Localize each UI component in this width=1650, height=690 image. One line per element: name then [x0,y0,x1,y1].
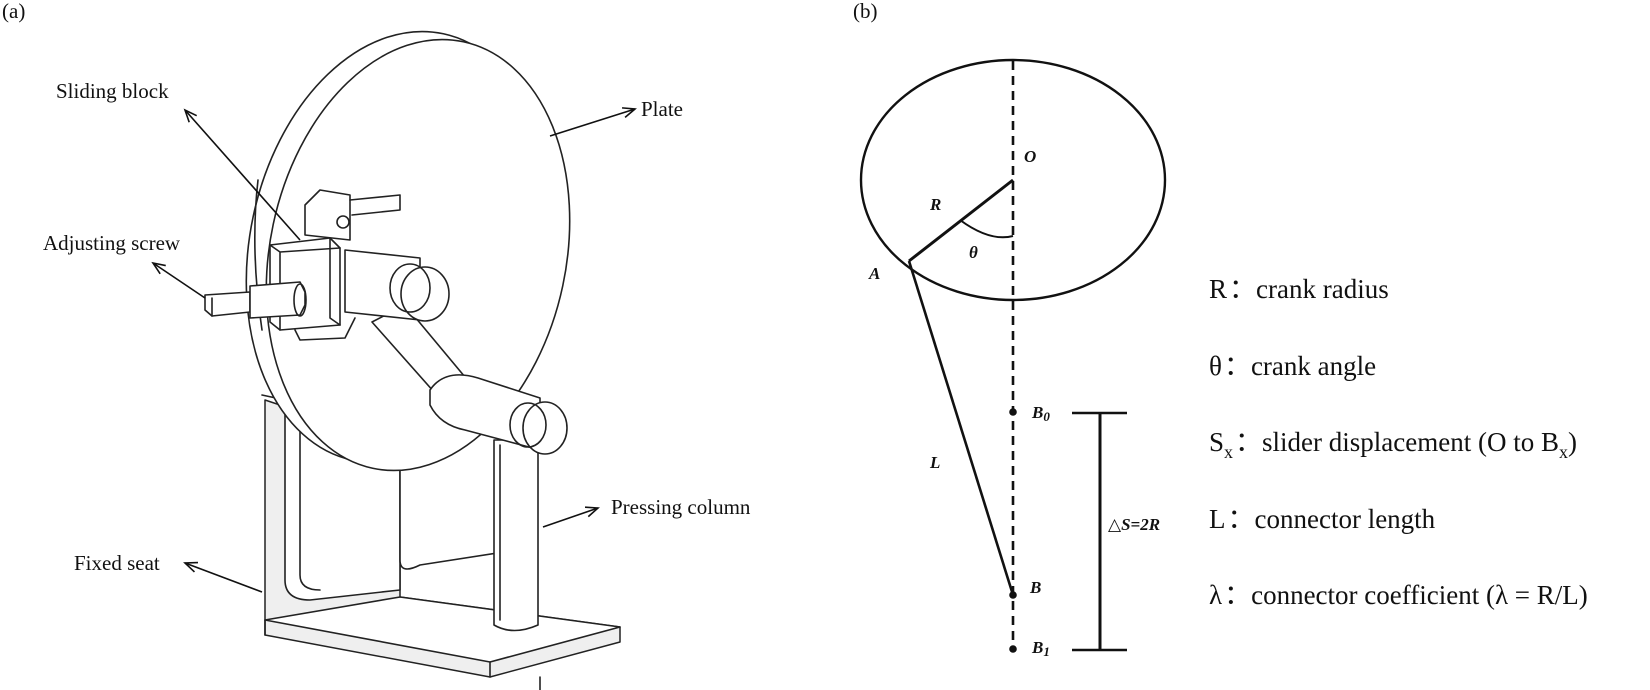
theta-label: θ [969,243,978,262]
legend-item-r: R：crank radius [1209,274,1389,304]
stroke-dimension-bar [1072,411,1127,652]
adjusting-screw-arrow [151,261,206,299]
legend: R：crank radius θ：crank angle Sx：slider d… [1209,274,1588,610]
legend-item-theta: θ：crank angle [1209,351,1376,381]
plate-drawing [245,30,571,472]
connector-line [907,260,1015,596]
panel-a-tag: (a) [2,0,25,23]
sliding-block-label: Sliding block [56,79,169,103]
point-b0-dot [1009,408,1017,416]
fixed-seat-label: Fixed seat [74,551,160,575]
point-a-label: A [868,264,880,283]
point-b1-dot [1009,645,1017,653]
pressing-column-label: Pressing column [611,495,751,519]
point-b0-label: B0 [1031,403,1050,424]
plate-arrow [549,107,637,137]
adjusting-screw-drawing [204,281,307,319]
legend-item-lambda: λ：connector coefficient (λ = R/L) [1209,580,1588,610]
point-b-label: B [1029,578,1041,597]
plate-label: Plate [641,97,683,121]
connector-l-label: L [929,453,940,472]
point-o-label: O [1024,147,1036,166]
panel-b-tag: (b) [853,0,878,23]
legend-item-sx: Sx：slider displacement (O to Bx) [1209,427,1577,462]
fixed-seat-arrow [183,561,263,593]
point-b1-label: B1 [1031,638,1050,659]
panel-b: (b) O R θ A L B0 B B1 △S=2R R：crank radi… [853,0,1588,659]
pressing-column-arrow [542,506,600,528]
sliding-block-drawing [269,189,401,341]
radius-r-label: R [929,195,941,214]
legend-item-l: L：connector length [1209,504,1436,534]
theta-arc [959,219,1014,239]
point-b-dot [1009,591,1017,599]
crank-mechanism-drawing [344,249,568,455]
panel-a: (a) [2,0,751,690]
sliding-block-arrow [183,108,301,241]
pressing-column-drawing [493,439,539,632]
crank-circle [859,58,1167,302]
delta-s-label: △S=2R [1108,515,1160,534]
adjusting-screw-label: Adjusting screw [43,231,181,255]
